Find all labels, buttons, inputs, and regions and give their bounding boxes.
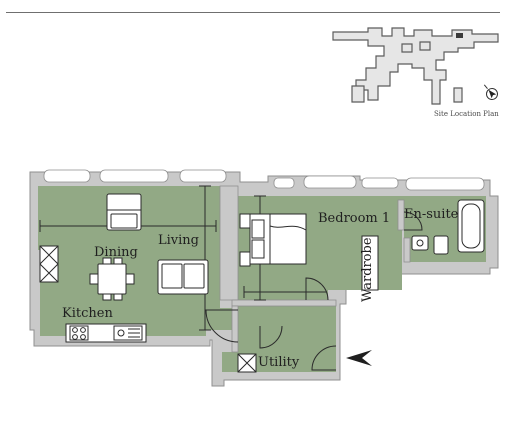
utility-door: [259, 325, 283, 349]
ensuite-fixtures: [411, 199, 485, 255]
bedroom-door: [305, 277, 329, 301]
bathtub: [457, 199, 485, 253]
room-label-living: Living: [158, 233, 199, 248]
room-label-ensuite: En-suite: [404, 207, 459, 222]
bedside-table-left: [239, 213, 251, 229]
entrance-door: [311, 345, 337, 371]
room-label-wardrobe: Wardrobe: [360, 237, 375, 302]
sofa: [157, 259, 209, 295]
room-label-utility: Utility: [258, 355, 300, 370]
room-label-dining: Dining: [94, 245, 138, 260]
windows: [43, 169, 485, 191]
room-label-kitchen: Kitchen: [62, 306, 113, 321]
apartment-plan: Living Dining Kitchen Bedroom 1 En-suite…: [29, 169, 499, 387]
bedroom-furniture: [239, 213, 379, 291]
room-label-bedroom: Bedroom 1: [318, 211, 390, 226]
living-furniture: [89, 193, 209, 301]
living-floor: [38, 186, 232, 336]
bedside-table-right: [239, 251, 251, 267]
site-location-plan: Site Location Plan: [332, 27, 499, 118]
compass-north-arrow-icon: [483, 84, 498, 100]
site-unit-highlight: [456, 33, 463, 38]
wardrobe-unit: [361, 235, 379, 291]
toilet: [433, 235, 449, 255]
ensuite-door: [403, 211, 423, 231]
dining-table: [89, 257, 135, 301]
double-bed: [249, 213, 307, 265]
interior-walls: [219, 185, 411, 353]
utility-appliance: [237, 353, 257, 373]
site-plan-caption: Site Location Plan: [434, 110, 499, 118]
doors: [205, 211, 423, 371]
armchair: [106, 193, 142, 231]
top-divider: [6, 12, 500, 13]
living-door: [205, 309, 239, 343]
kitchen-fridge: [39, 245, 59, 283]
kitchen-units: [39, 245, 147, 343]
washbasin: [411, 235, 429, 251]
entrance-arrow-icon: [346, 350, 372, 366]
